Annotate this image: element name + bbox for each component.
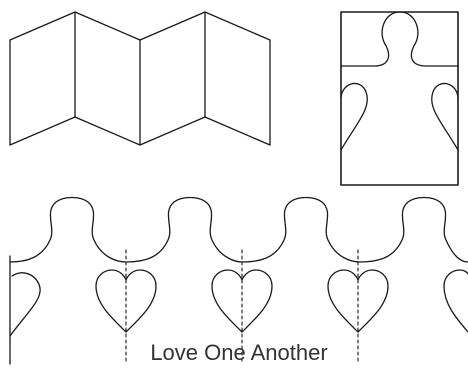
doll-right-arm-outline [432, 83, 458, 150]
doll-template [341, 12, 458, 185]
partial-heart-shape [444, 270, 468, 332]
folded-paper [10, 12, 270, 145]
doll-left-arm-edge [10, 273, 40, 336]
caption-love-one-another: Love One Another [0, 339, 468, 367]
doll-chain-outline [10, 198, 468, 263]
template-border [341, 12, 458, 185]
doll-head-neck-outline [341, 12, 458, 66]
doll-left-arm-outline [341, 83, 367, 150]
